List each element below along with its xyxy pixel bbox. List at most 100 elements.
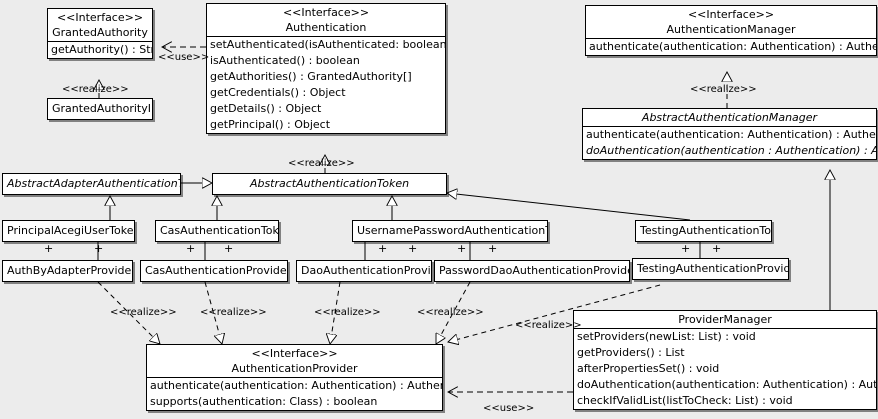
class-box-testing-authentication-token[interactable]: TestingAuthenticationToken xyxy=(635,220,772,242)
relation-label-realize-cas-authentication-provider: <<realize>> xyxy=(200,307,267,318)
operation-get-details: getDetails() : Object xyxy=(210,102,322,115)
class-header-cas-authentication-token: CasAuthenticationToken xyxy=(156,221,278,241)
operations-compartment: setAuthenticated(isAuthenticated: boolea… xyxy=(207,36,445,133)
class-box-authentication-provider[interactable]: <<Interface>> AuthenticationProvider aut… xyxy=(146,344,443,411)
class-name: GrantedAuthorityImpl xyxy=(52,102,152,115)
stereotype-interface: <<Interface>> xyxy=(251,347,338,360)
operations-compartment: authenticate(authentication: Authenticat… xyxy=(147,377,442,410)
operation-do-authentication: doAuthentication(authentication : Authen… xyxy=(586,144,876,157)
multiplicity-plus: + xyxy=(94,242,104,255)
class-box-abstract-adapter-authentication-token[interactable]: AbstractAdapterAuthenticationToken xyxy=(2,173,181,195)
class-header-password-dao-authentication-provider: PasswordDaoAuthenticationProvider xyxy=(435,261,629,281)
class-name: TestingAuthenticationProvider xyxy=(637,262,789,275)
operation-get-authority: getAuthority() : String xyxy=(51,43,152,56)
relation-label-realize-abstract-authentication-manager: <<realize>> xyxy=(690,84,757,95)
class-name: TestingAuthenticationToken xyxy=(640,224,772,237)
multiplicity-plus: + xyxy=(408,242,418,255)
operation-do-authentication: doAuthentication(authentication: Authent… xyxy=(577,378,877,391)
class-name: Authentication xyxy=(285,21,367,34)
operation-after-properties-set: afterPropertiesSet() : void xyxy=(577,362,720,375)
class-box-username-password-authentication-token[interactable]: UsernamePasswordAuthenticationToken xyxy=(352,220,548,242)
operation-authenticate: authenticate(authentication: Authenticat… xyxy=(150,379,442,392)
class-name: AuthByAdapterProvider xyxy=(7,264,133,277)
class-header-provider-manager: ProviderManager xyxy=(574,311,876,328)
stereotype-interface: <<Interface>> xyxy=(56,11,144,24)
class-box-authentication-manager[interactable]: <<Interface>> AuthenticationManager auth… xyxy=(585,5,877,56)
operation-authenticate: authenticate(authentication: Authenticat… xyxy=(589,40,876,53)
relation-label-realize-password-dao-authentication-provider: <<realize>> xyxy=(417,307,484,318)
class-name: UsernamePasswordAuthenticationToken xyxy=(357,224,547,237)
operations-compartment: authenticate(authentication: Authenticat… xyxy=(586,38,876,55)
multiplicity-plus: + xyxy=(712,242,722,255)
class-box-provider-manager[interactable]: ProviderManager setProviders(newList: Li… xyxy=(573,310,877,410)
class-box-granted-authority[interactable]: <<Interface>> GrantedAuthority getAuthor… xyxy=(47,8,153,59)
class-header-username-password-authentication-token: UsernamePasswordAuthenticationToken xyxy=(353,221,547,241)
operation-check-if-valid-list: checkIfValidList(listToCheck: List) : vo… xyxy=(577,394,793,407)
class-header-testing-authentication-provider: TestingAuthenticationProvider xyxy=(633,259,788,279)
operation-get-credentials: getCredentials() : Object xyxy=(210,86,346,99)
multiplicity-plus: + xyxy=(44,242,54,255)
class-name: PrincipalAcegiUserToken xyxy=(7,224,135,237)
class-header-principal-acegi-user-token: PrincipalAcegiUserToken xyxy=(3,221,134,241)
class-header-authentication-provider: <<Interface>> AuthenticationProvider xyxy=(147,345,442,377)
relation-label-realize-abstract-authentication-token: <<realize>> xyxy=(288,158,355,169)
stereotype-interface: <<Interface>> xyxy=(282,6,370,19)
class-header-dao-authentication-provider: DaoAuthenticationProvider xyxy=(297,261,431,281)
class-header-testing-authentication-token: TestingAuthenticationToken xyxy=(636,221,771,241)
operation-is-authenticated: isAuthenticated() : boolean xyxy=(210,54,360,67)
stereotype-interface: <<Interface>> xyxy=(687,8,775,21)
class-name: AbstractAuthenticationManager xyxy=(641,111,818,124)
class-name: AuthenticationManager xyxy=(666,23,796,36)
class-box-password-dao-authentication-provider[interactable]: PasswordDaoAuthenticationProvider xyxy=(434,260,630,282)
operation-supports: supports(authentication: Class) : boolea… xyxy=(150,395,378,408)
relation-label-realize-granted-authority-impl: <<realize>> xyxy=(62,84,129,95)
class-header-authentication: <<Interface>> Authentication xyxy=(207,4,445,36)
class-header-authentication-manager: <<Interface>> AuthenticationManager xyxy=(586,6,876,38)
class-name: GrantedAuthority xyxy=(52,26,148,39)
class-name: AuthenticationProvider xyxy=(231,362,358,375)
operations-compartment: getAuthority() : String xyxy=(48,41,152,58)
multiplicity-plus: + xyxy=(378,242,388,255)
operation-get-principal: getPrincipal() : Object xyxy=(210,118,331,131)
class-name: AbstractAuthenticationToken xyxy=(249,177,410,190)
relation-label-realize-dao-authentication-provider: <<realize>> xyxy=(314,307,381,318)
class-name: PasswordDaoAuthenticationProvider xyxy=(439,264,630,277)
class-box-auth-by-adapter-provider[interactable]: AuthByAdapterProvider xyxy=(2,260,133,282)
class-header-abstract-authentication-token: AbstractAuthenticationToken xyxy=(213,174,446,194)
class-header-abstract-adapter-authentication-token: AbstractAdapterAuthenticationToken xyxy=(3,174,180,194)
class-header-abstract-authentication-manager: AbstractAuthenticationManager xyxy=(583,109,876,126)
operations-compartment: authenticate(authentication: Authenticat… xyxy=(583,126,876,159)
class-box-authentication[interactable]: <<Interface>> Authentication setAuthenti… xyxy=(206,3,446,134)
class-name: ProviderManager xyxy=(678,313,772,326)
class-box-cas-authentication-token[interactable]: CasAuthenticationToken xyxy=(155,220,279,242)
operation-get-providers: getProviders() : List xyxy=(577,346,685,359)
class-box-cas-authentication-provider[interactable]: CasAuthenticationProvider xyxy=(140,260,288,282)
class-box-abstract-authentication-token[interactable]: AbstractAuthenticationToken xyxy=(212,173,447,195)
class-header-auth-by-adapter-provider: AuthByAdapterProvider xyxy=(3,261,132,281)
relation-label-realize-testing-authentication-provider: <<realize>> xyxy=(515,320,582,331)
multiplicity-plus: + xyxy=(488,242,498,255)
multiplicity-plus: + xyxy=(681,242,691,255)
operation-get-authorities: getAuthorities() : GrantedAuthority[] xyxy=(210,70,412,83)
relation-label-use-provider-manager: <<use>> xyxy=(483,403,535,414)
operations-compartment: setProviders(newList: List) : void getPr… xyxy=(574,328,876,409)
operation-set-providers: setProviders(newList: List) : void xyxy=(577,330,756,343)
relation-label-use-authentication-granted-authority: <<use>> xyxy=(158,52,210,63)
class-header-granted-authority: <<Interface>> GrantedAuthority xyxy=(48,9,152,41)
class-name: DaoAuthenticationProvider xyxy=(301,264,431,277)
operation-set-authenticated: setAuthenticated(isAuthenticated: boolea… xyxy=(210,38,446,51)
class-header-granted-authority-impl: GrantedAuthorityImpl xyxy=(48,99,152,119)
class-name: CasAuthenticationProvider xyxy=(145,264,288,277)
class-header-cas-authentication-provider: CasAuthenticationProvider xyxy=(141,261,287,281)
class-name: AbstractAdapterAuthenticationToken xyxy=(7,177,180,190)
class-box-testing-authentication-provider[interactable]: TestingAuthenticationProvider xyxy=(632,258,789,280)
multiplicity-plus: + xyxy=(186,242,196,255)
class-box-principal-acegi-user-token[interactable]: PrincipalAcegiUserToken xyxy=(2,220,135,242)
class-box-granted-authority-impl[interactable]: GrantedAuthorityImpl xyxy=(47,98,153,120)
class-box-abstract-authentication-manager[interactable]: AbstractAuthenticationManager authentica… xyxy=(582,108,877,160)
class-box-dao-authentication-provider[interactable]: DaoAuthenticationProvider xyxy=(296,260,432,282)
multiplicity-plus: + xyxy=(224,242,234,255)
operation-authenticate: authenticate(authentication: Authenticat… xyxy=(586,128,876,141)
relation-label-realize-auth-by-adapter-provider: <<realize>> xyxy=(110,307,177,318)
